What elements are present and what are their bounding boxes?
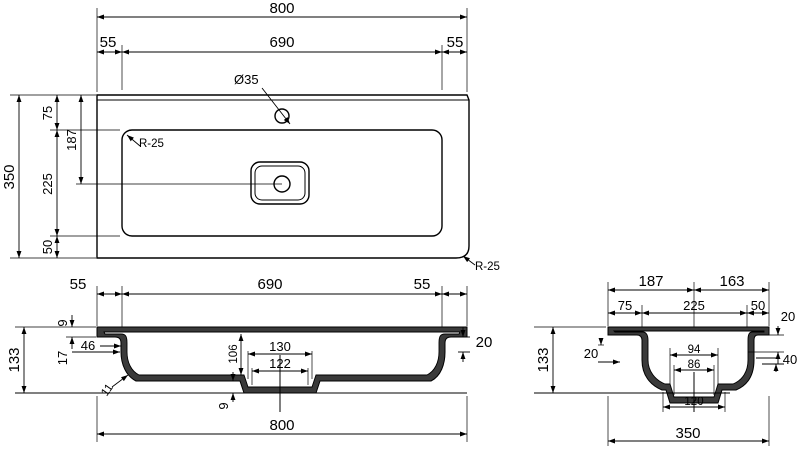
plan-side-left: 55 [100,34,117,51]
front-side-left: 55 [70,276,87,293]
side-dim-86: 86 [688,359,701,371]
front-dim-46: 46 [81,338,95,353]
plan-overall-width: 800 [269,0,294,17]
front-dim-17: 17 [55,351,70,365]
side-dim-20-right: 20 [781,309,795,324]
side-dim-40: 40 [783,352,797,367]
front-dim-9-bottom: 9 [216,402,231,409]
side-dim-187: 187 [638,273,663,290]
side-dim-120: 120 [684,396,703,408]
front-overall-width: 800 [269,417,294,434]
side-dim-94: 94 [688,344,701,356]
outer-corner-radius: R-25 [475,261,500,273]
plan-dim-50: 50 [40,240,55,254]
side-dim-163: 163 [719,273,744,290]
plan-drain-outline [250,161,310,205]
plan-outer-outline [96,94,470,259]
front-dim-11: 11 [99,382,116,399]
front-section: 55 690 55 133 9 17 46 11 106 1 [6,276,492,442]
plan-side-right: 55 [447,34,464,51]
plan-dim-75: 75 [40,106,55,120]
front-inner-width: 690 [257,276,282,293]
plan-basin-outline [121,129,443,237]
plan-dim-187: 187 [64,129,79,151]
tap-hole [274,108,290,124]
side-height-133: 133 [535,347,552,372]
side-dim-225: 225 [683,298,705,313]
plan-dim-225: 225 [40,173,55,195]
front-dim-106: 106 [228,344,240,363]
front-height-133: 133 [6,347,23,372]
front-dim-9-top: 9 [55,319,70,326]
plan-inner-width: 690 [269,34,294,51]
plan-depth-total: 350 [1,164,18,189]
inner-corner-radius: R-25 [139,138,164,150]
side-section: 187 163 75 225 50 133 20 94 [534,273,797,446]
tap-hole-diameter: Ø35 [234,72,259,87]
front-side-right: 55 [414,276,431,293]
front-dim-122: 122 [269,356,291,371]
front-dim-130: 130 [269,339,291,354]
side-dim-50: 50 [751,298,765,313]
front-dim-20: 20 [476,334,493,351]
plan-view: 800 55 690 55 Ø35 R-25 R-25 350 [1,0,500,273]
side-dim-20-left: 20 [584,346,598,361]
side-dim-75: 75 [618,298,632,313]
side-overall-depth: 350 [675,425,700,442]
